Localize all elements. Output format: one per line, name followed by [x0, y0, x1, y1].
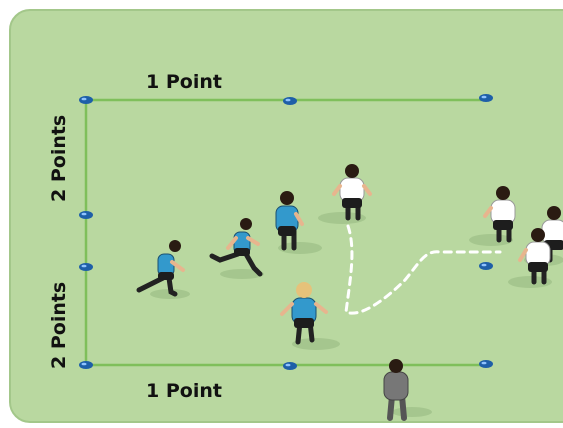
cone-icon [79, 263, 93, 271]
player-blue-icon [280, 282, 340, 350]
player-blue-icon [209, 218, 264, 279]
cones [79, 94, 493, 370]
coach-icon [383, 359, 432, 421]
player-white-icon [469, 186, 516, 246]
bottom-points-label: 1 Point [146, 380, 222, 402]
run-path [344, 224, 502, 315]
cone-icon [283, 97, 297, 105]
player-blue-icon [136, 240, 190, 299]
blue-team [136, 191, 340, 350]
white-team [318, 164, 563, 288]
player-white-icon [318, 164, 372, 224]
cone-icon [283, 362, 297, 370]
cone-icon [79, 361, 93, 369]
left-upper-points-label: 2 Points [48, 115, 70, 202]
top-points-label: 1 Point [146, 71, 222, 93]
cone-icon [79, 96, 93, 104]
cone-icon [479, 262, 493, 270]
cone-icon [479, 360, 493, 368]
player-white-icon [508, 228, 552, 288]
cone-icon [479, 94, 493, 102]
cone-icon [79, 211, 93, 219]
left-lower-points-label: 2 Points [48, 282, 70, 369]
player-blue-icon [275, 191, 322, 254]
